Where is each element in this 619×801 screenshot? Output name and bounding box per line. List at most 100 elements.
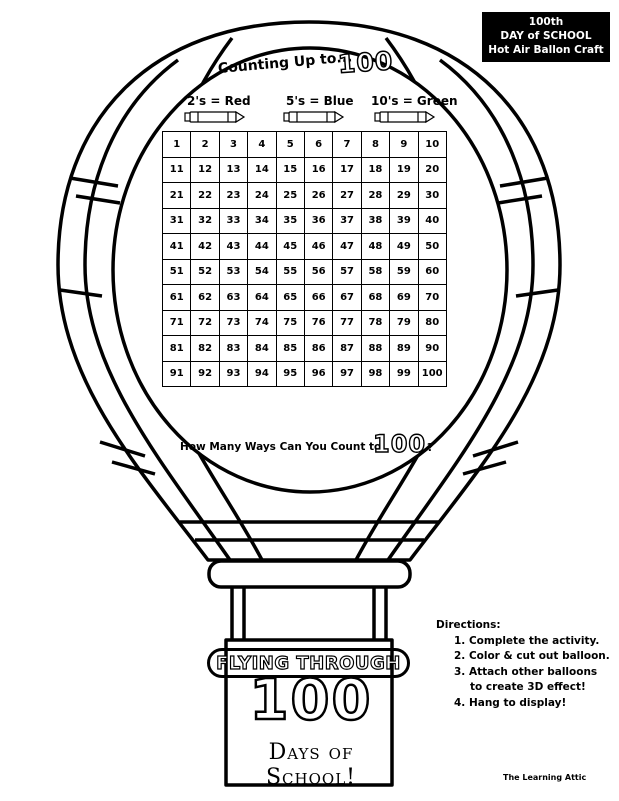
chart-cell: 2 <box>190 131 220 158</box>
chart-cell: 32 <box>190 207 220 234</box>
chart-cell: 29 <box>389 182 419 209</box>
chart-cell: 89 <box>389 335 419 362</box>
chart-cell: 23 <box>218 182 249 209</box>
chart-cell: 56 <box>303 258 334 285</box>
craft-badge: 100th DAY of SCHOOL Hot Air Ballon Craft <box>482 12 610 62</box>
chart-cell: 74 <box>247 309 277 336</box>
chart-cell: 70 <box>417 284 447 311</box>
question-text: How Many Ways Can You Count to <box>180 441 382 453</box>
chart-cell: 36 <box>303 207 334 234</box>
chart-cell: 49 <box>389 233 419 260</box>
chart-cell: 58 <box>360 258 391 285</box>
step-text: Hang to display! <box>468 696 567 709</box>
direction-step: 3. Attach other balloons to create 3D ef… <box>454 665 611 696</box>
chart-cell: 15 <box>275 156 305 183</box>
chart-cell: 93 <box>218 360 249 387</box>
step-text: Color & cut out balloon. <box>468 650 610 662</box>
chart-cell: 48 <box>360 233 391 260</box>
chart-cell: 37 <box>332 207 362 234</box>
chart-cell: 78 <box>360 309 391 336</box>
chart-cell: 64 <box>247 284 277 311</box>
chart-cell: 10 <box>417 131 447 158</box>
chart-cell: 47 <box>332 233 362 260</box>
chart-cell: 52 <box>190 258 220 285</box>
crayon-icon <box>283 110 345 124</box>
chart-cell: 7 <box>332 131 362 158</box>
chart-cell: 94 <box>247 360 277 387</box>
chart-cell: 45 <box>275 233 305 260</box>
chart-cell: 3 <box>218 131 249 158</box>
chart-cell: 66 <box>303 284 334 311</box>
chart-cell: 100 <box>417 360 447 387</box>
chart-cell: 61 <box>161 284 192 311</box>
chart-cell: 96 <box>303 360 334 387</box>
chart-cell: 19 <box>389 156 419 183</box>
question-number: 100 <box>372 429 427 458</box>
chart-cell: 5 <box>275 131 305 158</box>
chart-cell: 62 <box>190 284 220 311</box>
chart-cell: 91 <box>161 360 192 387</box>
chart-cell: 9 <box>389 131 419 158</box>
direction-step: 1. Complete the activity. <box>454 634 611 650</box>
key-label-blue: 5's = Blue <box>286 94 354 108</box>
chart-cell: 35 <box>275 207 305 234</box>
chart-cell: 22 <box>190 182 220 209</box>
chart-cell: 38 <box>360 207 391 234</box>
chart-cell: 51 <box>161 258 192 285</box>
chart-cell: 44 <box>247 233 277 260</box>
chart-cell: 43 <box>218 233 249 260</box>
chart-cell: 72 <box>190 309 220 336</box>
chart-cell: 84 <box>247 335 277 362</box>
title-text: Counting Up to... <box>217 49 353 77</box>
chart-cell: 82 <box>190 335 220 362</box>
chart-cell: 95 <box>275 360 305 387</box>
chart-cell: 17 <box>332 156 362 183</box>
step-number: 3. <box>454 665 466 678</box>
chart-cell: 97 <box>332 360 362 387</box>
question-prompt: How Many Ways Can You Count to 100 ? <box>180 429 440 460</box>
directions-list: 1. Complete the activity. 2. Color & cut… <box>436 634 611 712</box>
direction-step: 2. Color & cut out balloon. <box>454 649 611 665</box>
chart-cell: 25 <box>275 182 305 209</box>
chart-cell: 60 <box>417 258 447 285</box>
chart-cell: 11 <box>161 156 192 183</box>
chart-cell: 57 <box>332 258 362 285</box>
chart-cell: 63 <box>218 284 249 311</box>
chart-cell: 76 <box>303 309 334 336</box>
question-mark: ? <box>427 441 434 454</box>
chart-cell: 80 <box>417 309 447 336</box>
key-label-green: 10's = Green <box>371 94 458 108</box>
chart-cell: 14 <box>247 156 277 183</box>
directions-heading: Directions: <box>436 619 501 631</box>
chart-cell: 83 <box>218 335 249 362</box>
chart-cell: 16 <box>303 156 334 183</box>
chart-cell: 12 <box>190 156 220 183</box>
badge-line-2: DAY of SCHOOL <box>500 30 592 42</box>
chart-cell: 71 <box>161 309 192 336</box>
chart-cell: 13 <box>218 156 249 183</box>
chart-cell: 40 <box>417 207 447 234</box>
chart-cell: 85 <box>275 335 305 362</box>
chart-cell: 86 <box>303 335 334 362</box>
step-number: 4. <box>454 696 466 709</box>
chart-cell: 98 <box>360 360 391 387</box>
basket-band-label: FLYING THROUGH <box>207 648 410 678</box>
chart-cell: 67 <box>332 284 362 311</box>
chart-cell: 28 <box>360 182 391 209</box>
chart-cell: 18 <box>360 156 391 183</box>
chart-cell: 53 <box>218 258 249 285</box>
crayon-icon <box>374 110 436 124</box>
chart-cell: 79 <box>389 309 419 336</box>
crayon-icon <box>184 110 246 124</box>
basket-subtitle: Days of School! <box>265 740 357 790</box>
chart-cell: 68 <box>360 284 391 311</box>
chart-cell: 27 <box>332 182 362 209</box>
